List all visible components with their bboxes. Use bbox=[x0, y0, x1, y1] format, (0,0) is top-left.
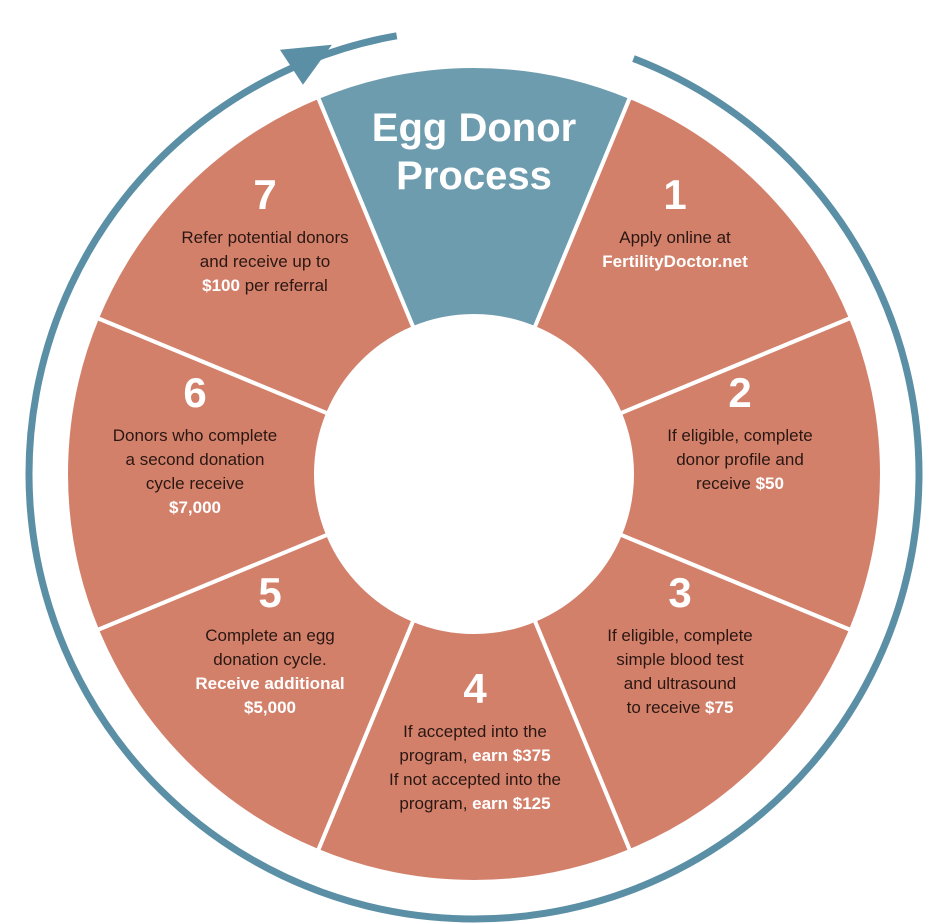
highlight-text: $7,000 bbox=[169, 498, 221, 517]
step-text-line: to receive $75 bbox=[565, 696, 795, 720]
cycle-arrow-ring bbox=[25, 32, 923, 923]
highlight-text: $100 bbox=[202, 276, 240, 295]
title-line-2: Process bbox=[396, 154, 552, 198]
highlight-text: earn $375 bbox=[472, 746, 551, 765]
step-text: If accepted into the bbox=[403, 722, 547, 741]
step-text-line: Receive additional bbox=[150, 672, 390, 696]
step-text-line: $7,000 bbox=[75, 496, 315, 520]
step-text-line: $5,000 bbox=[150, 696, 390, 720]
step-text: program, bbox=[399, 794, 473, 813]
center-hole bbox=[316, 316, 632, 632]
step-text: simple blood test bbox=[616, 650, 744, 669]
step-text-line: and ultrasound bbox=[565, 672, 795, 696]
step-text-line: If accepted into the bbox=[350, 720, 600, 744]
step-text-line: FertilityDoctor.net bbox=[560, 250, 790, 274]
step-text: Complete an egg bbox=[205, 626, 335, 645]
step-2-label: 2 If eligible, complete donor profile and r… bbox=[620, 370, 860, 496]
step-text: Refer potential donors bbox=[181, 228, 349, 247]
step-text-line: Apply online at bbox=[560, 226, 790, 250]
step-text-line: and receive up to bbox=[145, 250, 385, 274]
cycle-arc bbox=[25, 32, 923, 923]
cycle-arrowhead-icon bbox=[279, 44, 332, 85]
step-text: program, bbox=[399, 746, 473, 765]
step-text-line: simple blood test bbox=[565, 648, 795, 672]
diagram-title: Egg Donor Process bbox=[359, 104, 589, 200]
step-number: 2 bbox=[728, 369, 752, 416]
wheel-segments bbox=[64, 64, 884, 884]
step-text-line: donor profile and bbox=[620, 448, 860, 472]
step-text: If eligible, complete bbox=[667, 426, 813, 445]
step-number: 6 bbox=[183, 369, 207, 416]
step-text: donation cycle. bbox=[213, 650, 327, 669]
step-text: If not accepted into the bbox=[388, 770, 561, 789]
step-text-line: If not accepted into the bbox=[350, 768, 600, 792]
highlight-text: Receive additional bbox=[195, 674, 345, 693]
step-text-line: receive $50 bbox=[620, 472, 860, 496]
step-number: 7 bbox=[253, 171, 277, 218]
step-text: If eligible, complete bbox=[607, 626, 753, 645]
step-text-line: Refer potential donors bbox=[145, 226, 385, 250]
step-text: donor profile and bbox=[676, 450, 804, 469]
step-text: and ultrasound bbox=[623, 674, 737, 693]
step-text: and receive up to bbox=[199, 252, 331, 271]
step-text-line: program, earn $125 bbox=[350, 792, 600, 816]
highlight-text: $75 bbox=[705, 698, 734, 717]
title-line-1: Egg Donor bbox=[371, 106, 577, 150]
highlight-text: $5,000 bbox=[244, 698, 296, 717]
step-3-label: 3 If eligible, complete simple blood test a… bbox=[565, 570, 795, 720]
step-text-line: $100 per referral bbox=[145, 274, 385, 298]
step-text: cycle receive bbox=[145, 474, 245, 493]
step-text: Donors who complete bbox=[112, 426, 278, 445]
highlight-text: FertilityDoctor.net bbox=[602, 252, 748, 271]
highlight-text: $50 bbox=[755, 474, 784, 493]
step-number: 3 bbox=[668, 569, 692, 616]
step-text-line: cycle receive bbox=[75, 472, 315, 496]
highlight-text: earn $125 bbox=[472, 794, 551, 813]
step-text-line: If eligible, complete bbox=[620, 424, 860, 448]
step-text: a second donation bbox=[125, 450, 265, 469]
step-text-line: program, earn $375 bbox=[350, 744, 600, 768]
step-text: receive bbox=[696, 474, 756, 493]
step-text-line: donation cycle. bbox=[150, 648, 390, 672]
step-text: per referral bbox=[239, 276, 328, 295]
step-text-line: Complete an egg bbox=[150, 624, 390, 648]
step-text: to receive bbox=[626, 698, 706, 717]
step-text: Apply online at bbox=[619, 228, 731, 247]
step-text-line: a second donation bbox=[75, 448, 315, 472]
step-number: 4 bbox=[463, 665, 487, 712]
step-text-line: If eligible, complete bbox=[565, 624, 795, 648]
step-number: 1 bbox=[663, 171, 687, 218]
step-number: 5 bbox=[258, 569, 282, 616]
step-text-line: Donors who complete bbox=[75, 424, 315, 448]
